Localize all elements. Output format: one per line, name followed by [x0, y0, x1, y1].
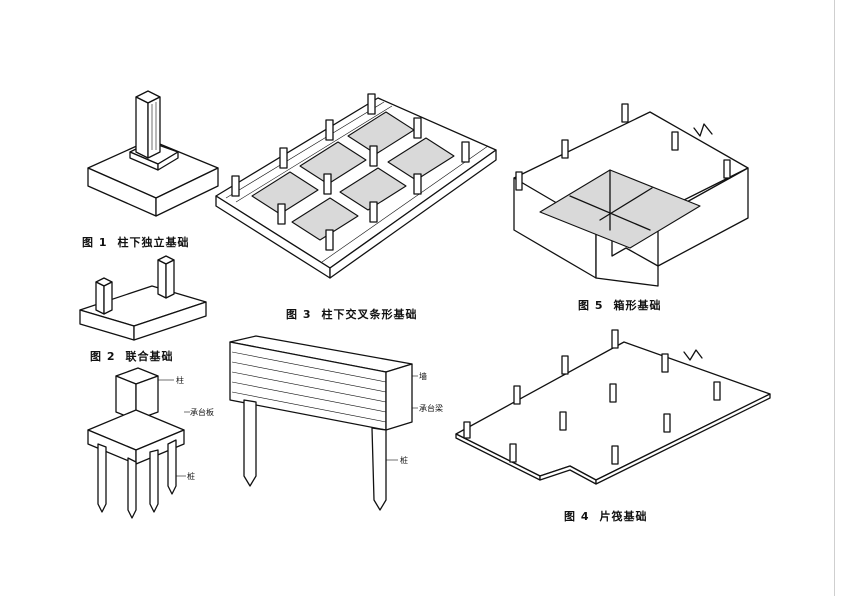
raft-foundation-drawing	[455, 329, 771, 485]
caption-fig1-title: 柱下独立基础	[117, 236, 190, 249]
page-border-right	[834, 0, 835, 596]
cross-strip-footing-drawing	[215, 93, 497, 279]
caption-fig5-number: 图 5	[578, 299, 604, 312]
caption-fig5-title: 箱形基础	[613, 299, 662, 312]
caption-fig4-number: 图 4	[564, 510, 590, 523]
label-cap-beam: 承台梁	[419, 404, 443, 413]
label-pile-left: 桩	[187, 472, 195, 481]
caption-fig3-title: 柱下交叉条形基础	[321, 308, 418, 321]
isolated-footing-drawing	[87, 90, 219, 217]
pile-cap-drawing	[87, 367, 190, 519]
caption-fig3: 图 3 柱下交叉条形基础	[286, 306, 417, 322]
label-column: 柱	[176, 376, 184, 385]
label-cap-plate: 承台板	[190, 408, 214, 417]
caption-fig5: 图 5 箱形基础	[578, 297, 661, 313]
caption-fig2-title: 联合基础	[125, 350, 174, 363]
caption-fig4: 图 4 片筏基础	[564, 508, 647, 524]
combined-footing-drawing	[79, 255, 207, 341]
caption-fig3-number: 图 3	[286, 308, 312, 321]
caption-fig2: 图 2 联合基础	[90, 348, 173, 364]
wall-pile-drawing	[229, 335, 418, 511]
caption-fig1: 图 1 柱下独立基础	[82, 234, 189, 250]
caption-fig1-number: 图 1	[82, 236, 108, 249]
label-wall: 墙	[419, 372, 427, 381]
box-foundation-drawing	[513, 103, 749, 287]
label-pile-right: 桩	[400, 456, 408, 465]
caption-fig2-number: 图 2	[90, 350, 116, 363]
caption-fig4-title: 片筏基础	[599, 510, 648, 523]
